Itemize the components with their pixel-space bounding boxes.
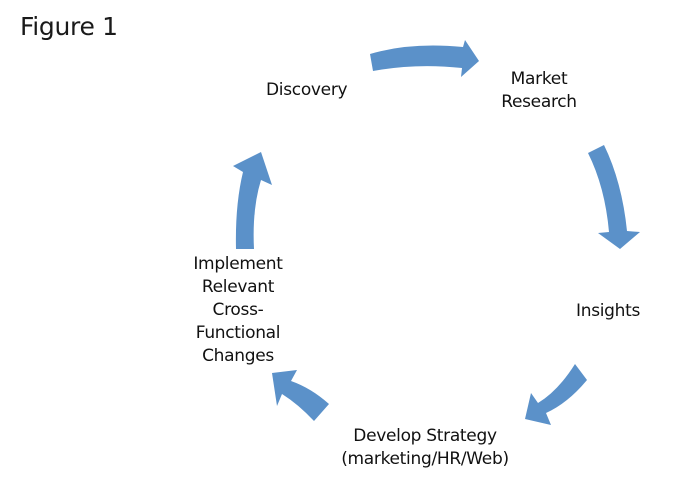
- stage-label-line: Changes: [202, 346, 274, 366]
- stage-label-line: Cross-: [212, 300, 264, 320]
- stage-label-line: Market: [510, 69, 568, 89]
- stage-label-line: Functional: [195, 323, 281, 343]
- figure-title: Figure 1: [20, 12, 118, 41]
- stage-insights: Insights: [576, 300, 640, 323]
- stage-discovery: Discovery: [266, 79, 348, 102]
- arrow-develop-strategy-to-implement: [272, 370, 329, 421]
- stage-develop-strategy: Develop Strategy (marketing/HR/Web): [330, 425, 520, 471]
- stage-label-line: Insights: [576, 301, 641, 321]
- arrow-discovery-to-market-research: [370, 40, 479, 77]
- stage-label-line: Research: [501, 92, 577, 112]
- arrow-market-research-to-insights: [588, 145, 640, 249]
- arrow-insights-to-develop-strategy: [525, 364, 587, 425]
- stage-label-line: (marketing/HR/Web): [341, 449, 509, 469]
- stage-label-line: Develop Strategy: [353, 426, 497, 446]
- stage-market-research: Market Research: [494, 68, 584, 114]
- stage-label-line: Implement: [193, 254, 283, 274]
- arrow-implement-to-discovery: [233, 152, 272, 249]
- stage-label-line: Relevant: [201, 277, 275, 297]
- stage-implement-changes: Implement Relevant Cross- Functional Cha…: [180, 253, 296, 368]
- stage-label-line: Discovery: [266, 80, 348, 100]
